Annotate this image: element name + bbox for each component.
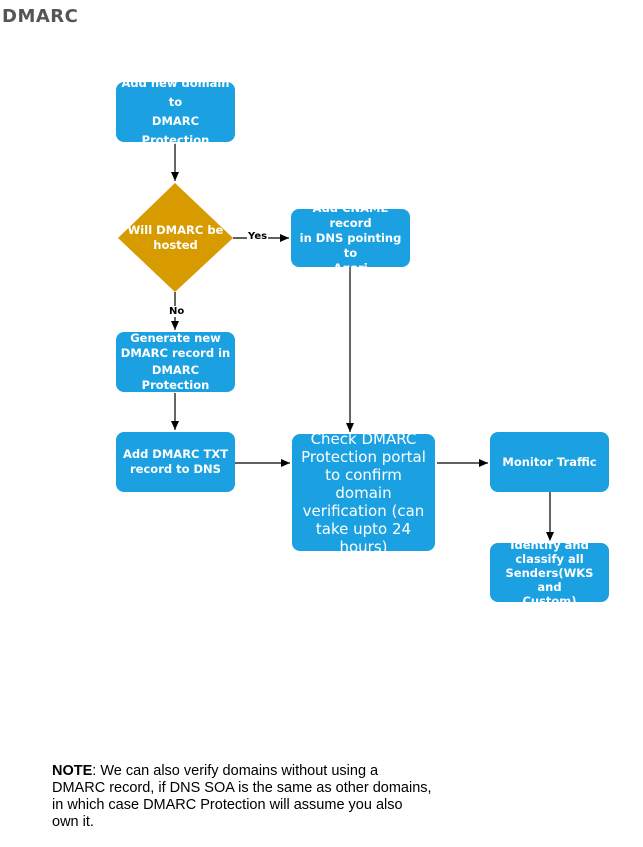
decision-diamond <box>118 183 233 292</box>
note-label: NOTE <box>52 763 93 779</box>
decision-line1: Will DMARC be <box>127 223 224 237</box>
node-monitor-traffic: Monitor Traffic <box>490 432 609 492</box>
note-paragraph: NOTE: We can also verify domains without… <box>52 763 432 831</box>
node-check-line5: take upto 24 <box>315 519 412 538</box>
note-text: : We can also verify domains without usi… <box>52 763 432 830</box>
node-add-domain-line1: Add new domain to <box>121 76 230 109</box>
node-generate-line1: Generate new <box>130 331 221 345</box>
node-cname-line3: Agari <box>333 260 368 275</box>
node-txt-line1: Add DMARC TXT <box>122 447 229 461</box>
node-check-line6: hours) <box>339 537 388 556</box>
node-txt-line2: record to DNS <box>130 462 221 476</box>
node-check-line3: to confirm domain <box>325 465 402 502</box>
node-monitor-line1: Monitor Traffic <box>502 454 597 469</box>
node-cname-line2: in DNS pointing to <box>299 230 402 260</box>
decision-line2: hosted <box>153 238 198 252</box>
edge-label-yes: Yes <box>247 231 269 242</box>
node-generate-line2: DMARC record in <box>120 346 231 360</box>
page-title: DMARC <box>2 6 79 27</box>
node-identify-line1: Identify and <box>510 537 589 552</box>
node-identify-line4: Custom) <box>522 593 577 608</box>
node-check-line1: Check DMARC <box>310 429 417 448</box>
node-check-line4: verification (can <box>302 501 425 520</box>
node-add-domain-line2: DMARC Protection <box>141 114 210 147</box>
node-generate-line3: DMARC Protection <box>141 363 210 392</box>
node-add-domain: Add new domain to DMARC Protection <box>116 76 235 147</box>
edge-label-no: No <box>168 306 186 317</box>
node-cname-line1: Add CNAME record <box>312 200 389 230</box>
node-identify-line3: Senders(WKS and <box>505 565 594 594</box>
decision-label: Will DMARC be hosted <box>124 223 227 253</box>
node-identify-line2: classify all <box>515 551 584 566</box>
node-check-line2: Protection portal <box>301 447 426 466</box>
